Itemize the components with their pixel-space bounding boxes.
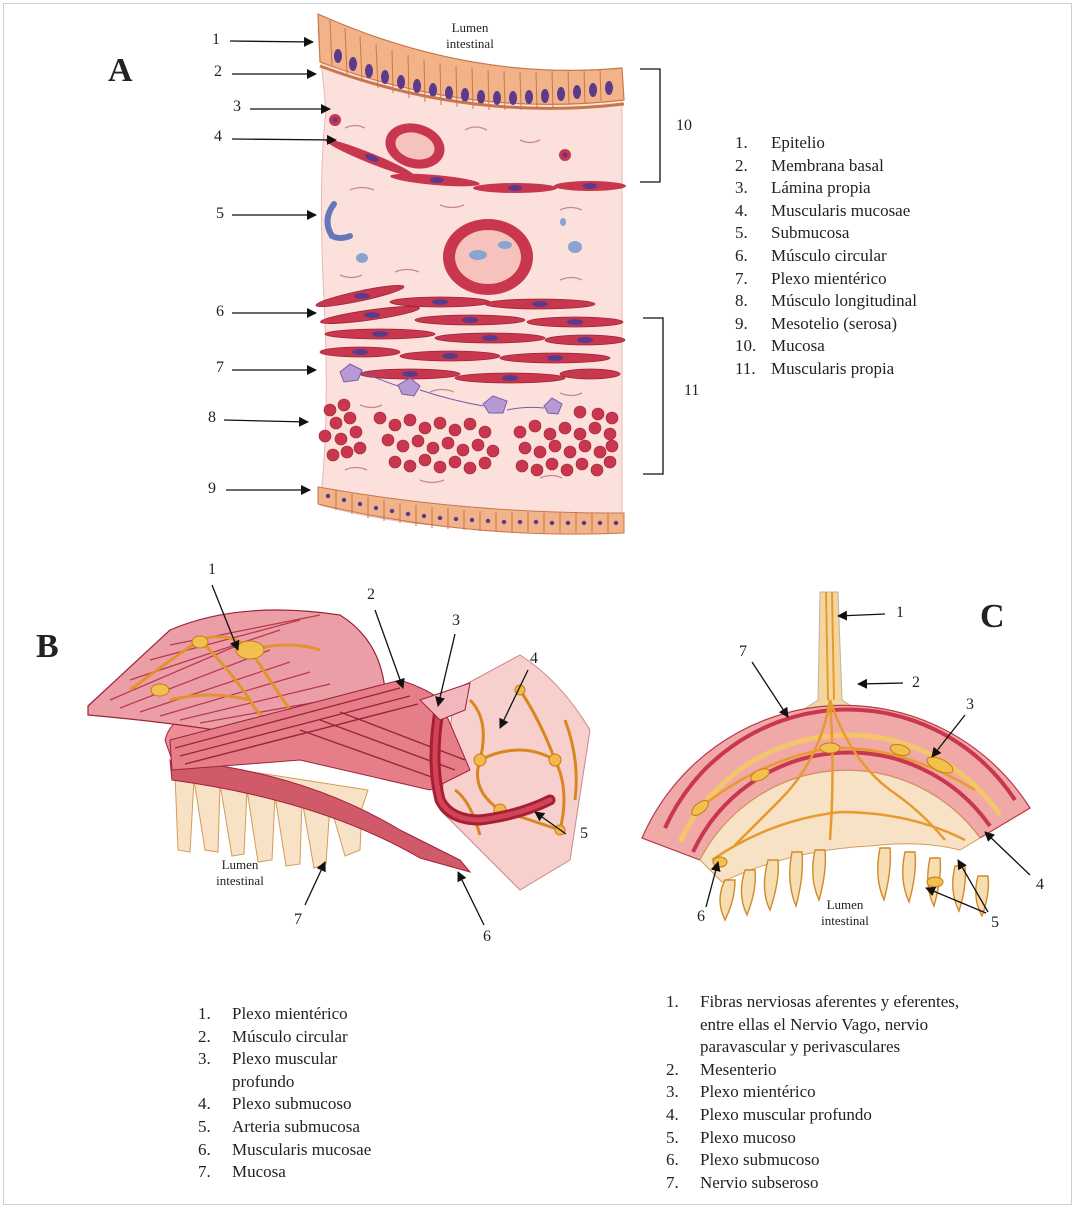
- legend-item-label: Plexo muscular profundo: [700, 1104, 872, 1127]
- legend-item-number: 4.: [666, 1104, 700, 1127]
- legend-item: 1.Fibras nerviosas aferentes y eferentes…: [666, 991, 959, 1014]
- legend-item-label: Plexo mientérico: [700, 1081, 816, 1104]
- legend-item-number: [666, 1014, 700, 1037]
- legend-item-number: 7.: [666, 1172, 700, 1195]
- legend-item-label: Nervio subseroso: [700, 1172, 819, 1195]
- legend-item-number: 6.: [666, 1149, 700, 1172]
- panel-c-callout-5: 5: [991, 914, 999, 932]
- legend-item-label: Plexo mucoso: [700, 1127, 796, 1150]
- panel-c-callout-2: 2: [912, 674, 920, 692]
- legend-item-number: 2.: [666, 1059, 700, 1082]
- legend-item-number: 1.: [666, 991, 700, 1014]
- legend-item: 2.Mesenterio: [666, 1059, 959, 1082]
- legend-item: entre ellas el Nervio Vago, nervio: [666, 1014, 959, 1037]
- legend-item-label: entre ellas el Nervio Vago, nervio: [700, 1014, 928, 1037]
- legend-item-label: paravascular y perivasculares: [700, 1036, 900, 1059]
- legend-item: paravascular y perivasculares: [666, 1036, 959, 1059]
- legend-item: 4.Plexo muscular profundo: [666, 1104, 959, 1127]
- legend-item-number: 5.: [666, 1127, 700, 1150]
- legend-item-label: Fibras nerviosas aferentes y eferentes,: [700, 991, 959, 1014]
- panel-c-callout-7: 7: [739, 643, 747, 661]
- legend-item: 3.Plexo mientérico: [666, 1081, 959, 1104]
- legend-item-number: [666, 1036, 700, 1059]
- legend-item: 7.Nervio subseroso: [666, 1172, 959, 1195]
- legend-item: 6.Plexo submucoso: [666, 1149, 959, 1172]
- panel-c-callout-6: 6: [697, 908, 705, 926]
- panel-c-callout-4: 4: [1036, 876, 1044, 894]
- panel-c-callout-3: 3: [966, 696, 974, 714]
- legend-item-label: Mesenterio: [700, 1059, 776, 1082]
- legend-item: 5.Plexo mucoso: [666, 1127, 959, 1150]
- legend-item-number: 3.: [666, 1081, 700, 1104]
- panel-c-legend: 1.Fibras nerviosas aferentes y eferentes…: [666, 991, 959, 1194]
- panel-c-callout-1: 1: [896, 604, 904, 622]
- legend-item-label: Plexo submucoso: [700, 1149, 819, 1172]
